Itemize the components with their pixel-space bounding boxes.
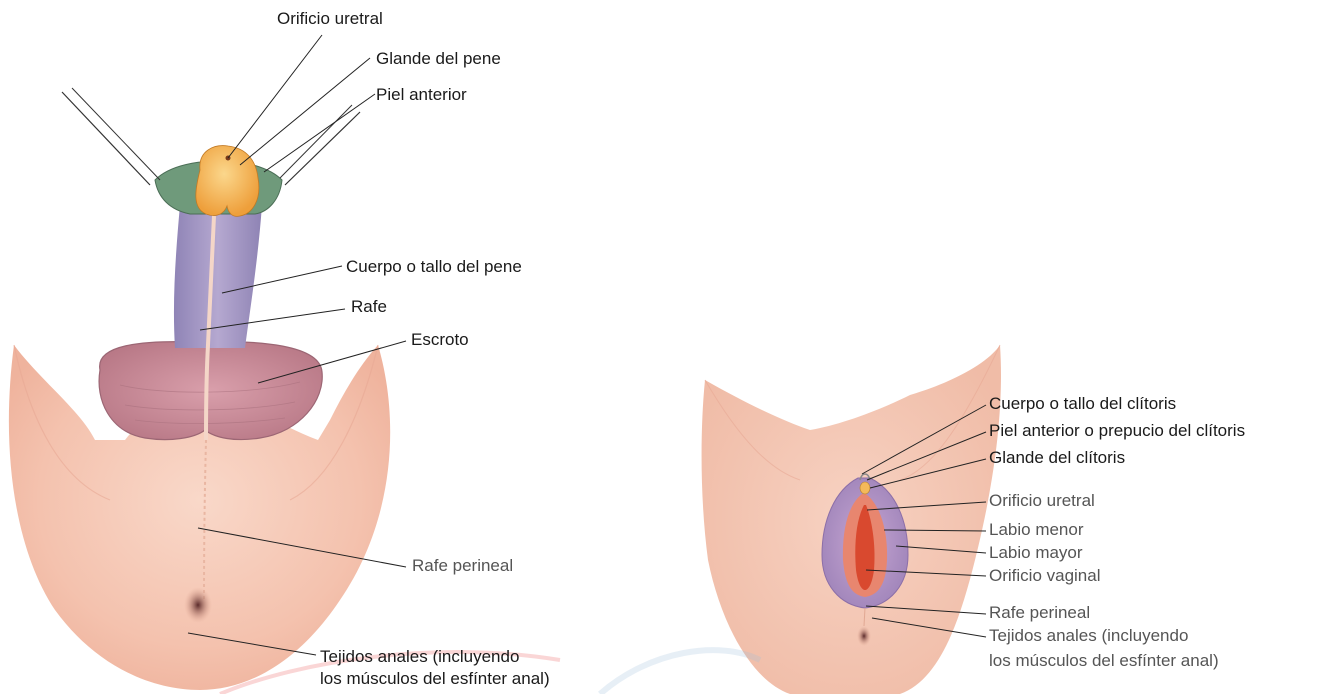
label-escroto: Escroto	[411, 330, 469, 350]
label-orificio-vaginal: Orificio vaginal	[989, 566, 1101, 586]
label-cuerpo-clitoris: Cuerpo o tallo del clítoris	[989, 394, 1176, 414]
label-glande-clitoris: Glande del clítoris	[989, 448, 1125, 468]
label-tejidos-anales-female-2: los músculos del esfínter anal)	[989, 651, 1219, 671]
label-rafe: Rafe	[351, 297, 387, 317]
label-rafe-perineal-male: Rafe perineal	[412, 556, 513, 576]
label-orificio-uretral-male: Orificio uretral	[277, 9, 383, 29]
scrotum-shape	[99, 342, 322, 440]
label-tejidos-anales-male-2: los músculos del esfínter anal)	[320, 669, 550, 689]
label-orificio-uretral-female: Orificio uretral	[989, 491, 1095, 511]
penile-shaft	[174, 205, 262, 348]
label-labio-mayor: Labio mayor	[989, 543, 1083, 563]
label-glande-pene: Glande del pene	[376, 49, 501, 69]
label-tejidos-anales-male-1: Tejidos anales (incluyendo	[320, 647, 519, 667]
clitoral-glans	[860, 482, 870, 494]
male-figure	[9, 88, 390, 690]
label-piel-anterior: Piel anterior	[376, 85, 467, 105]
label-rafe-perineal-female: Rafe perineal	[989, 603, 1090, 623]
label-prepucio-clitoris: Piel anterior o prepucio del clítoris	[989, 421, 1245, 441]
female-anus	[857, 626, 871, 646]
label-labio-menor: Labio menor	[989, 520, 1084, 540]
female-figure	[702, 345, 1001, 694]
male-anus	[184, 587, 212, 623]
label-cuerpo-pene: Cuerpo o tallo del pene	[346, 257, 522, 277]
label-tejidos-anales-female-1: Tejidos anales (incluyendo	[989, 626, 1188, 646]
